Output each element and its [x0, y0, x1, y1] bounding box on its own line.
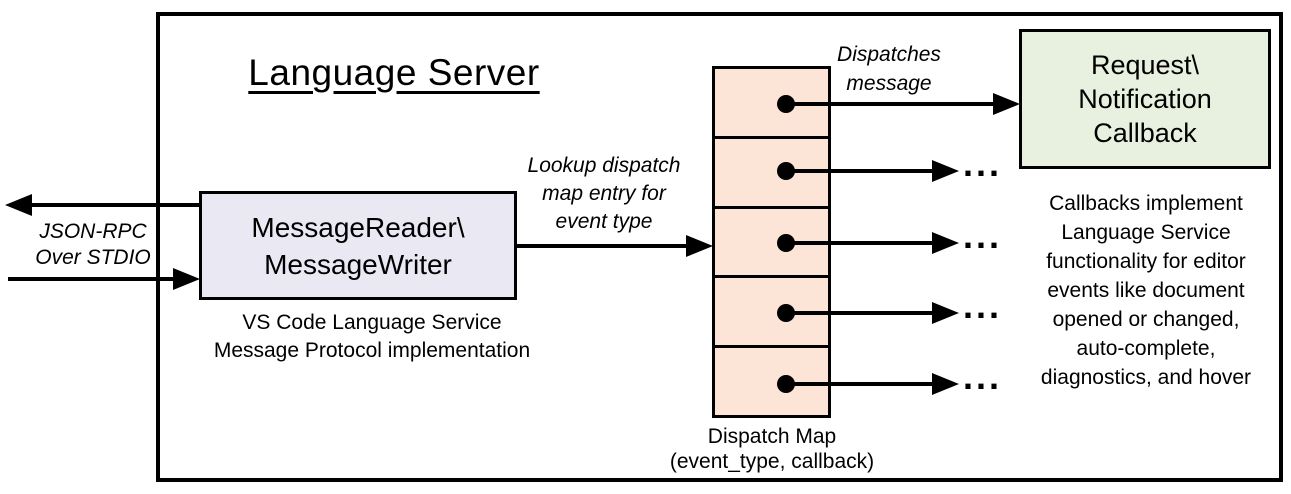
callbacks-note-line: opened or changed,	[1052, 308, 1240, 331]
json-rpc-label-line1: JSON-RPC	[39, 220, 147, 243]
callbacks-note-line: Language Service	[1061, 221, 1231, 244]
json-rpc-in-arrowhead-icon	[173, 268, 200, 290]
callback-box-line3: Callback	[1093, 118, 1197, 148]
dispatch-map-cell	[715, 205, 828, 276]
ellipsis-2: ...	[963, 143, 1003, 184]
lookup-arrowhead-icon	[686, 235, 713, 257]
message-box-line2: MessageWriter	[264, 248, 452, 280]
callbacks-note-line: functionality for editor	[1046, 250, 1246, 273]
dispatch-arrow-1-head-icon	[993, 93, 1020, 115]
dispatch-arrow-3-head-icon	[932, 232, 959, 254]
page-title: Language Server	[194, 52, 594, 94]
lookup-arrow-line	[516, 244, 688, 248]
ellipsis-5: ...	[963, 356, 1003, 397]
message-box-caption-line1: VS Code Language Service	[242, 311, 502, 334]
dispatch-map-caption-line1: Dispatch Map	[707, 425, 837, 448]
dispatch-arrow-2-head-icon	[932, 160, 959, 182]
message-box-line1: MessageReader\	[251, 211, 465, 243]
dispatch-arrow-5-line	[786, 382, 934, 386]
lookup-dispatch-label: Lookup dispatch map entry for event type	[504, 152, 704, 236]
dispatch-map-cell	[715, 275, 828, 346]
message-box-caption: VS Code Language Service Message Protoco…	[172, 309, 572, 365]
callbacks-note-line: events like document	[1047, 279, 1245, 302]
lookup-label-line2: map entry for	[542, 182, 666, 205]
callbacks-note-line: Callbacks implement	[1049, 192, 1243, 215]
callback-box-line2: Notification	[1078, 84, 1212, 114]
dispatch-map	[712, 66, 831, 418]
dispatch-arrow-5-head-icon	[932, 373, 959, 395]
dispatches-message-label: Dispatches message	[814, 40, 964, 98]
dispatch-map-cell	[715, 345, 828, 415]
dispatch-arrow-4-line	[786, 311, 934, 315]
dispatch-arrow-4-head-icon	[932, 302, 959, 324]
language-server-boundary	[156, 12, 1283, 482]
json-rpc-out-arrow-line	[28, 203, 200, 207]
page-title-text: Language Server	[248, 52, 540, 93]
request-notification-callback-box: Request\ Notification Callback	[1019, 29, 1271, 169]
dispatch-map-caption-line2: (event_type, callback)	[669, 450, 875, 473]
message-box-caption-line2: Message Protocol implementation	[213, 339, 531, 362]
callbacks-note-line: auto-complete,	[1076, 337, 1216, 360]
ellipsis-3: ...	[963, 215, 1003, 256]
lookup-label-line1: Lookup dispatch	[527, 154, 681, 177]
callback-box-line1: Request\	[1090, 50, 1200, 80]
callbacks-note-line: diagnostics, and hover	[1040, 366, 1252, 389]
message-reader-writer-box: MessageReader\ MessageWriter	[199, 191, 517, 300]
dispatch-arrow-3-line	[786, 241, 934, 245]
json-rpc-in-arrow-line	[8, 277, 175, 281]
dispatches-label-line1: Dispatches	[837, 43, 941, 66]
ellipsis-4: ...	[963, 285, 1003, 326]
dispatches-label-line2: message	[846, 72, 932, 95]
lookup-label-line3: event type	[555, 210, 653, 233]
json-rpc-out-arrowhead-icon	[5, 194, 32, 216]
dispatch-arrow-1-line	[786, 102, 995, 106]
dispatch-map-caption: Dispatch Map (event_type, callback)	[647, 424, 897, 474]
callbacks-note: Callbacks implement Language Service fun…	[1021, 189, 1271, 392]
json-rpc-label: JSON-RPC Over STDIO	[3, 219, 183, 271]
json-rpc-label-line2: Over STDIO	[35, 246, 151, 269]
dispatch-arrow-2-line	[786, 169, 934, 173]
